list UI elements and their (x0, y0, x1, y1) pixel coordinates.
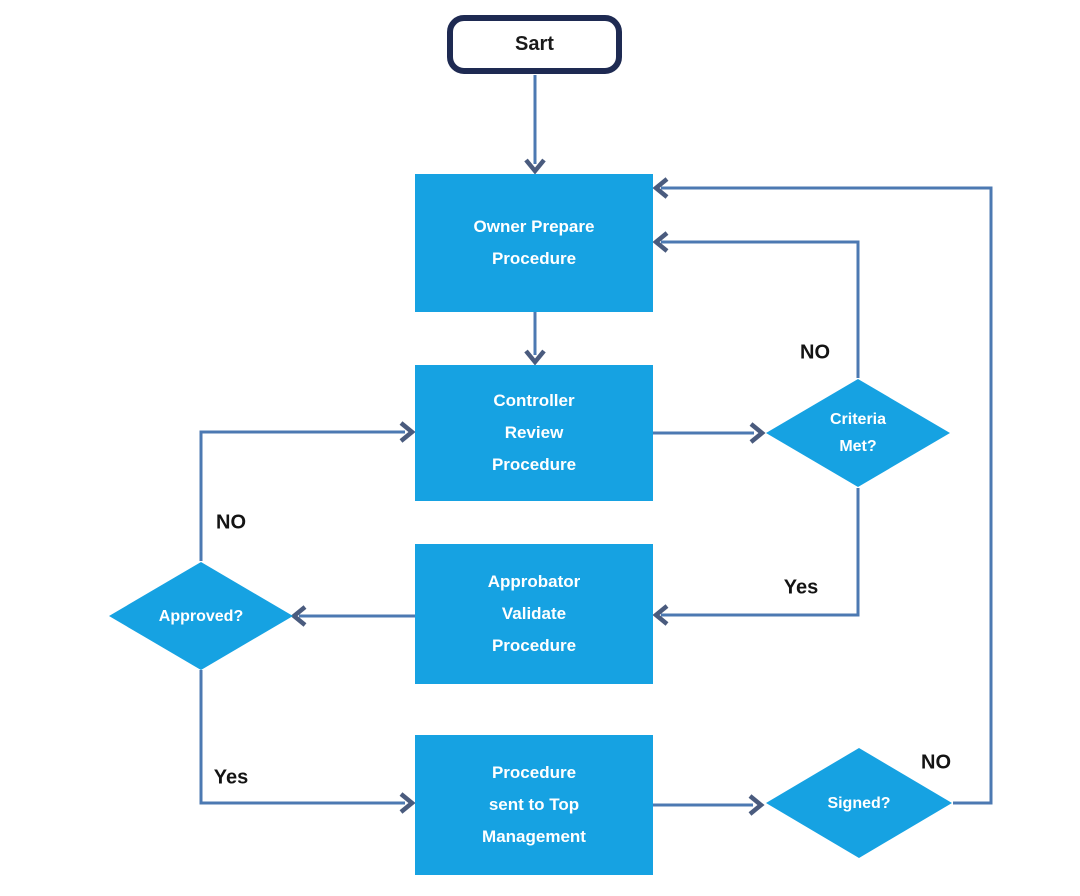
connector-criteria-yes-line (661, 488, 860, 617)
node-controller-line-3: Procedure (491, 455, 577, 474)
connector-approved-yes-to-topmgmt (199, 670, 416, 814)
connector-criteria-no-arrowhead (652, 231, 669, 253)
connector-topmgmt-to-signed (652, 794, 765, 816)
node-criteria-line-1: Criteria (829, 411, 887, 428)
node-approbator-validate-procedure: Approbator Validate Procedure (415, 544, 653, 684)
connector-approved-yes-line (199, 670, 405, 805)
connector-criteria-yes-to-approbator (652, 488, 860, 626)
connector-topmgmt-to-signed-arrowhead (748, 794, 765, 816)
connector-owner-to-controller (524, 312, 546, 366)
node-owner-line-2: Procedure (491, 249, 577, 268)
connector-criteria-no-line (661, 240, 860, 378)
edge-label-approved-no: NO (216, 511, 246, 534)
connector-controller-to-criteria (652, 422, 766, 444)
node-topmgmt-line-2: sent to Top (488, 795, 580, 814)
connector-signed-no-line (661, 186, 993, 805)
connector-approbator-to-approved-arrowhead (290, 605, 307, 627)
connector-criteria-no-to-owner (652, 231, 860, 378)
node-owner-line-1: Owner Prepare (473, 217, 595, 236)
connector-signed-no-to-owner (652, 177, 993, 805)
node-controller-line-2: Review (504, 423, 564, 442)
node-approbator-line-1: Approbator (487, 572, 581, 591)
node-start: Sart (447, 15, 622, 74)
connector-criteria-yes-arrowhead (652, 604, 669, 626)
edge-label-signed-no: NO (921, 751, 951, 774)
node-criteria-line-2: Met? (839, 438, 877, 455)
node-procedure-sent-to-top-management: Procedure sent to Top Management (415, 735, 653, 875)
connector-controller-to-criteria-arrowhead (749, 422, 766, 444)
node-signed-label: Signed? (827, 794, 891, 812)
node-topmgmt-line-1: Procedure (491, 763, 577, 782)
connector-approved-no-to-controller (199, 421, 416, 561)
edge-label-criteria-no: NO (800, 341, 830, 364)
connector-signed-no-arrowhead (652, 177, 669, 199)
node-controller-line-1: Controller (493, 391, 575, 410)
edge-label-approved-yes: Yes (213, 766, 249, 789)
node-approved-label: Approved? (158, 607, 244, 625)
node-controller-review-procedure: Controller Review Procedure (415, 365, 653, 501)
connector-approved-no-line (199, 430, 405, 561)
node-owner-prepare-procedure: Owner Prepare Procedure (415, 174, 653, 312)
node-topmgmt-line-3: Management (482, 827, 586, 846)
edge-label-criteria-yes: Yes (783, 576, 819, 599)
connector-approbator-to-approved (290, 605, 415, 627)
connector-approved-yes-arrowhead (399, 792, 416, 814)
connector-start-to-owner (524, 75, 546, 175)
node-start-label: Sart (515, 33, 554, 55)
connector-owner-to-controller-arrowhead (524, 349, 546, 366)
connector-approved-no-arrowhead (399, 421, 416, 443)
connector-start-to-owner-arrowhead (524, 158, 546, 175)
node-approbator-line-2: Validate (501, 604, 567, 623)
node-approbator-line-3: Procedure (491, 636, 577, 655)
